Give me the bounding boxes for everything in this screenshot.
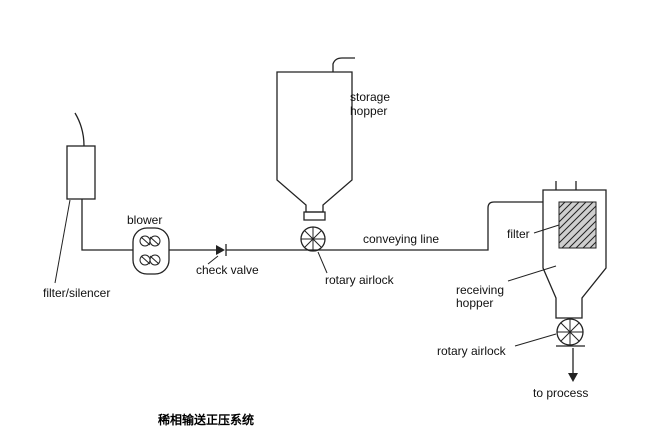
conveying-line-label: conveying line (363, 232, 439, 246)
blower-label: blower (127, 213, 162, 227)
blower (132, 227, 170, 275)
caption: 稀相输送正压系统 (158, 412, 254, 427)
filter-label: filter (507, 227, 530, 241)
storage-hopper-label-line2: hopper (350, 104, 387, 118)
filter-silencer-label: filter/silencer (43, 286, 110, 300)
rotary-airlock-bottom-label: rotary airlock (437, 344, 507, 358)
rotary-airlock-top (300, 226, 328, 274)
storage-hopper-label-line1: storage (350, 90, 390, 104)
rotary-airlock-bottom (514, 318, 585, 382)
receiving-hopper-label-line2: hopper (456, 296, 493, 310)
conveying-line (300, 201, 543, 251)
receiving-hopper-label-line1: receiving (456, 283, 504, 297)
check-valve-leader (207, 255, 219, 265)
check-valve (216, 244, 227, 256)
filter-silencer (54, 112, 133, 284)
rotary-airlock-top-label: rotary airlock (325, 273, 395, 287)
storage-hopper (276, 57, 355, 221)
check-valve-label: check valve (196, 263, 259, 277)
to-process-label: to process (533, 386, 588, 400)
receiving-hopper (507, 181, 607, 319)
